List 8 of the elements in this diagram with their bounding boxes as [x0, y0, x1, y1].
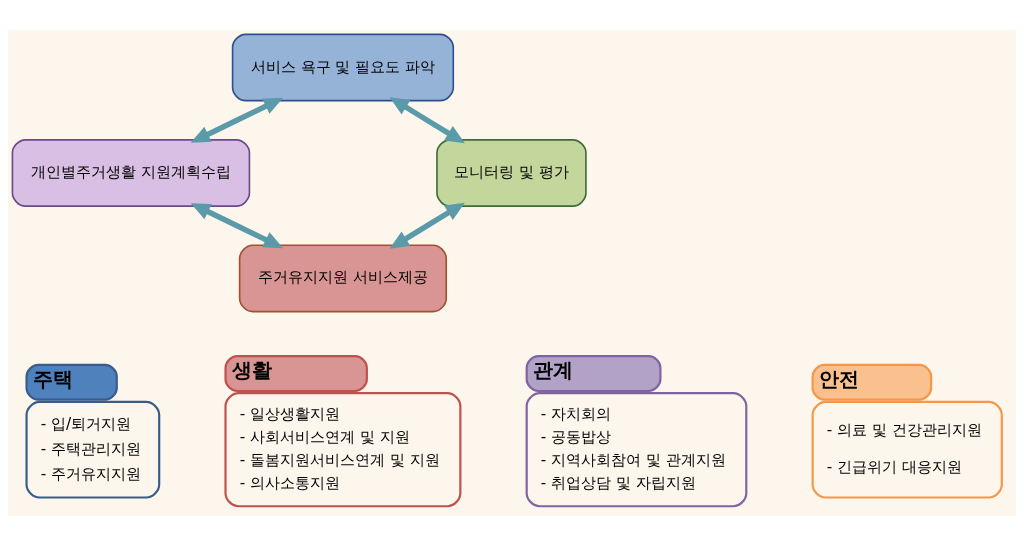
arrow [389, 202, 465, 249]
node-box: 개인별주거생활 지원계획수립 [11, 139, 251, 207]
node-box: 모니터링 및 평가 [436, 139, 587, 207]
node-box: 서비스 욕구 및 필요도 파악 [231, 33, 455, 102]
arrow [190, 97, 284, 143]
arrow [190, 203, 284, 249]
node-box: 주거유지지원 서비스제공 [238, 244, 448, 313]
arrow [389, 97, 465, 144]
